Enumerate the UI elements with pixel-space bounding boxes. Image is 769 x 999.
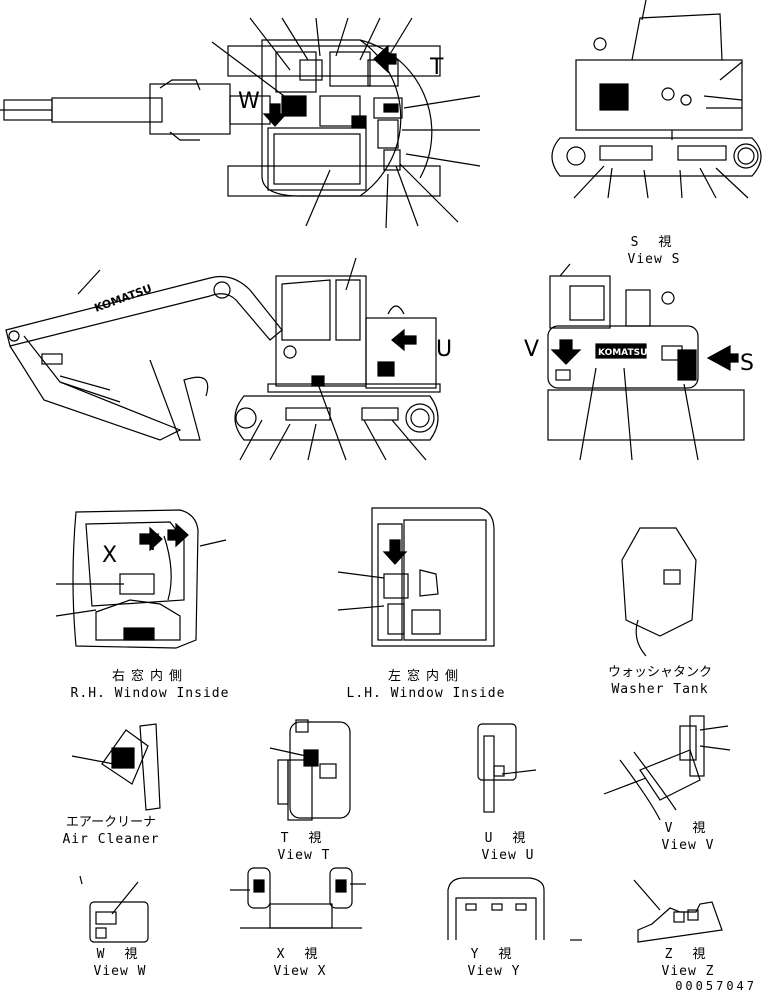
caption-air-cleaner-en: Air Cleaner <box>62 832 160 847</box>
caption-view-y-en: View Y <box>467 964 521 979</box>
view-u-detail <box>477 723 537 813</box>
caption-view-u-jp: U 視 <box>484 831 532 846</box>
view-w-detail <box>79 875 149 943</box>
caption-view-t-en: View T <box>277 848 331 863</box>
lh-window-inside <box>337 507 495 647</box>
caption-view-w: W 視 View W <box>80 946 160 980</box>
caption-view-y-jp: Y 視 <box>470 947 518 962</box>
caption-view-v-en: View V <box>661 838 715 853</box>
view-arrow-letter-s: S <box>740 351 754 376</box>
view-v-detail <box>603 715 731 821</box>
rear-view-s <box>551 0 762 199</box>
caption-view-y: Y 視 View Y <box>454 946 534 980</box>
caption-view-z-en: View Z <box>661 964 715 979</box>
caption-view-t-jp: T 視 <box>280 831 328 846</box>
caption-lh-window-en: L.H. Window Inside <box>346 686 506 701</box>
air-cleaner <box>71 723 161 811</box>
top-view <box>0 17 481 229</box>
front-view <box>547 263 745 461</box>
view-y-detail <box>447 877 582 941</box>
side-view <box>5 257 441 461</box>
caption-rh-window: 右窓内側 R.H. Window Inside <box>50 668 250 702</box>
caption-view-t: T 視 View T <box>264 830 344 864</box>
washer-tank <box>621 527 697 657</box>
caption-view-v-jp: V 視 <box>664 821 712 836</box>
brand-mark-front: KOMATSU <box>598 348 647 358</box>
view-arrow-letter-x: X <box>102 543 117 568</box>
view-arrow-letter-y: Y <box>145 531 160 556</box>
view-z-detail <box>633 879 723 943</box>
caption-view-w-jp: W 視 <box>96 947 144 962</box>
caption-view-s-en: View S <box>627 252 681 267</box>
caption-air-cleaner: エアークリーナ Air Cleaner <box>56 814 166 848</box>
caption-view-x-jp: X 視 <box>276 947 324 962</box>
caption-view-x: X 視 View X <box>260 946 340 980</box>
view-t-detail <box>269 719 351 821</box>
caption-rh-window-en: R.H. Window Inside <box>70 686 230 701</box>
caption-rh-window-jp: 右窓内側 <box>111 669 188 684</box>
caption-view-z: Z 視 View Z <box>648 946 728 980</box>
view-arrow-letter-u: U <box>436 337 452 362</box>
caption-view-w-en: View W <box>93 964 147 979</box>
view-arrow-letter-v: V <box>524 337 539 362</box>
rh-window-inside <box>55 509 227 649</box>
caption-view-s: S 視 View S <box>614 234 694 268</box>
caption-washer-tank-jp: ウォッシャタンク <box>607 665 712 680</box>
caption-view-v: V 視 View V <box>648 820 728 854</box>
view-arrow-letter-t: T <box>429 55 444 80</box>
caption-view-z-jp: Z 視 <box>664 947 712 962</box>
caption-view-x-en: View X <box>273 964 327 979</box>
document-number: 00057047 <box>675 979 757 993</box>
caption-lh-window: 左窓内側 L.H. Window Inside <box>326 668 526 702</box>
caption-view-u-en: View U <box>481 848 535 863</box>
caption-air-cleaner-jp: エアークリーナ <box>65 815 157 830</box>
view-x-detail <box>230 867 366 929</box>
caption-view-u: U 視 View U <box>468 830 548 864</box>
caption-washer-tank: ウォッシャタンク Washer Tank <box>600 664 720 698</box>
caption-washer-tank-en: Washer Tank <box>611 682 709 697</box>
brand-mark-boom: KOMATSU <box>93 282 154 315</box>
caption-view-s-jp: S 視 <box>630 235 678 250</box>
view-arrow-letter-w: W <box>238 89 260 114</box>
caption-lh-window-jp: 左窓内側 <box>387 669 464 684</box>
